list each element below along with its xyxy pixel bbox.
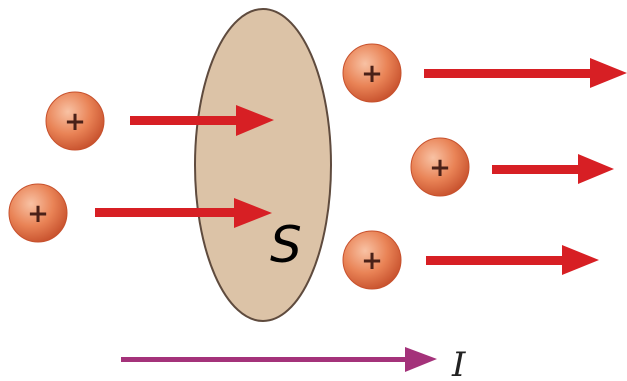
velocity-arrow (426, 245, 599, 275)
current-label: I (451, 345, 466, 381)
surface-ellipse (195, 9, 331, 321)
velocity-arrow (424, 58, 627, 88)
current-arrow-head (405, 347, 437, 372)
velocity-arrow (492, 154, 614, 184)
surface-label: S (270, 216, 302, 274)
svg-text:+: + (361, 59, 383, 89)
svg-text:+: + (429, 153, 451, 183)
positive-charge: + (411, 138, 469, 196)
svg-text:+: + (361, 246, 383, 276)
current-arrow-shaft (121, 357, 411, 362)
surface-group: S (195, 9, 331, 321)
svg-text:+: + (27, 199, 49, 229)
current-arrow-group: I (121, 345, 466, 381)
positive-charge: + (9, 184, 67, 242)
positive-charge: + (46, 92, 104, 150)
positive-charge: + (343, 231, 401, 289)
svg-text:+: + (64, 107, 86, 137)
positive-charge: + (343, 44, 401, 102)
